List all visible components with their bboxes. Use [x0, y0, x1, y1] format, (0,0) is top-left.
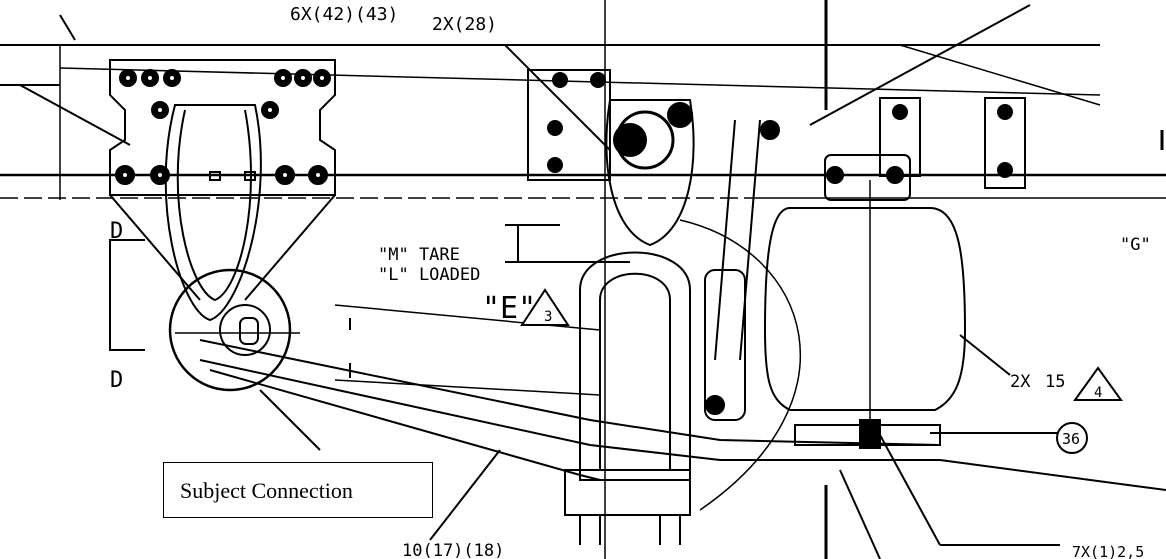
bolt-callout-number: 36 — [1062, 430, 1080, 448]
spring-bolt-callout: 10(17)(18) — [402, 541, 504, 559]
revision-triangle-4 — [1073, 366, 1123, 401]
loaded-label: "L" LOADED — [378, 265, 480, 285]
air-spring — [763, 207, 967, 411]
subject-connection-label: Subject Connection — [163, 462, 433, 518]
bolt-callout-bubble — [1056, 422, 1088, 454]
section-mark-top: D — [110, 219, 123, 244]
air-spring-number: 15 — [1045, 372, 1065, 392]
revision-triangle-3 — [520, 288, 570, 326]
u-bolt-callout: 7X(1)2,5 — [1072, 543, 1144, 559]
triangle-3-number: 3 — [544, 309, 552, 325]
hanger-bolt-callout: 6X(42)(43) — [290, 4, 398, 25]
dimension-e-label: "E" — [482, 291, 536, 326]
air-spring-qty: 2X — [1010, 372, 1031, 392]
triangle-4-number: 4 — [1094, 385, 1102, 401]
tare-label: "M" TARE — [378, 245, 460, 265]
pivot-bolt-callout: 2X(28) — [432, 14, 497, 35]
hanger-loop — [164, 104, 262, 322]
dimension-g-label: "G" — [1120, 235, 1151, 255]
leaf-spring-upper — [199, 339, 941, 446]
subject-connection-circle — [168, 268, 292, 392]
axle-seat — [579, 251, 691, 481]
section-mark-bottom: D — [110, 368, 123, 393]
